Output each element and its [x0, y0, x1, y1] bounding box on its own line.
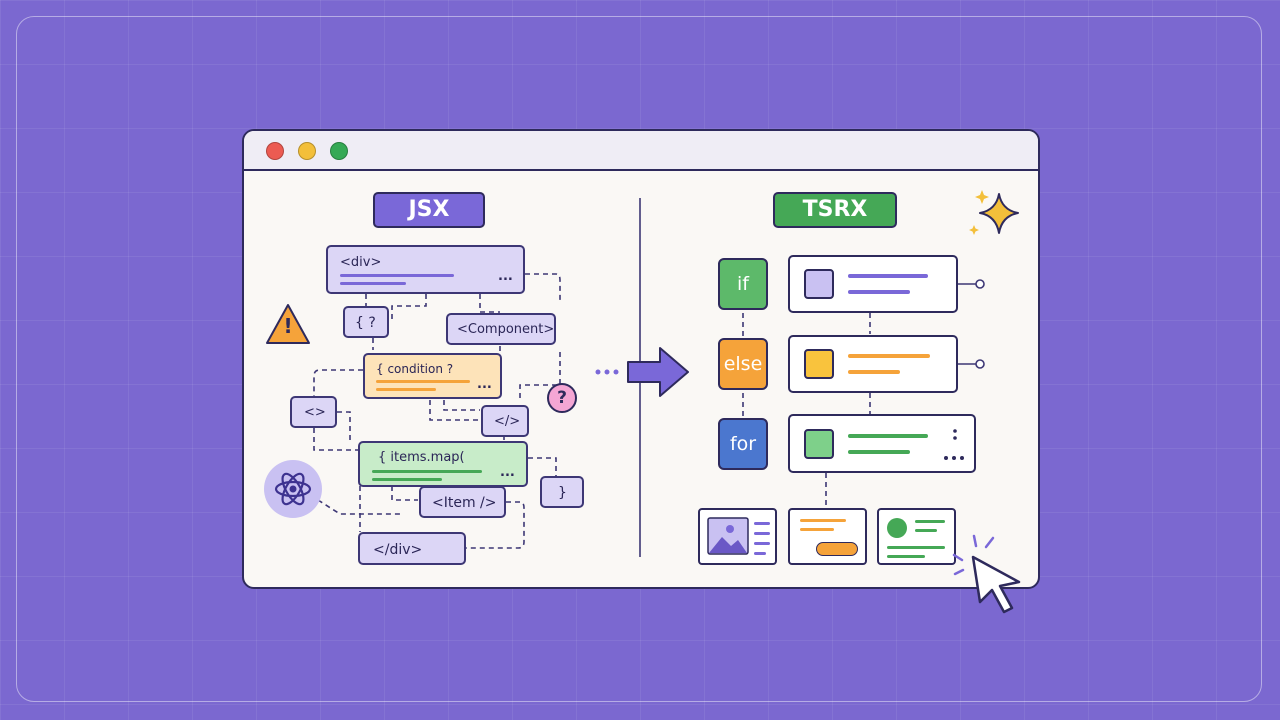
fragment-open-node: <>: [290, 396, 337, 428]
content-line: [848, 290, 910, 294]
else-swatch: [804, 349, 834, 379]
condition-text: { condition ?: [376, 362, 454, 376]
content-line: [887, 555, 925, 558]
more-dots-icon: [944, 429, 964, 460]
avatar: [887, 518, 907, 538]
question-glyph: ?: [557, 388, 567, 408]
tsrx-label: TSRX: [773, 192, 897, 228]
brace-question-text: { ?: [355, 315, 376, 331]
code-line: [376, 380, 470, 383]
else-keyword-text: else: [723, 353, 763, 375]
for-swatch: [804, 429, 834, 459]
content-line: [887, 546, 945, 549]
div-open-text: <div>: [340, 255, 382, 270]
mini-button: [816, 542, 858, 556]
component-node: <Component>: [446, 313, 556, 345]
button-output-card: [788, 508, 867, 565]
brace-question-node: { ?: [343, 306, 389, 338]
image-icon: [707, 517, 770, 555]
if-swatch: [804, 269, 834, 299]
content-line: [915, 529, 937, 532]
div-close-node: </div>: [358, 532, 466, 565]
jsx-label-text: JSX: [408, 197, 450, 222]
code-line: [340, 282, 406, 285]
for-keyword: for: [718, 418, 768, 470]
window-titlebar: [244, 131, 1038, 171]
items-map-node: { items.map( ...: [358, 441, 528, 487]
for-branch-card: [788, 414, 976, 473]
content-line: [848, 370, 900, 374]
code-line: [372, 478, 442, 481]
content-line: [915, 520, 945, 523]
else-keyword: else: [718, 338, 768, 390]
component-text: <Component>: [457, 322, 555, 337]
if-branch-card: [788, 255, 958, 313]
content-line: [848, 274, 928, 278]
fragment-close-text: </>: [494, 414, 521, 429]
if-keyword: if: [718, 258, 768, 310]
tsrx-label-text: TSRX: [802, 197, 868, 222]
condition-node: { condition ? ...: [363, 353, 502, 399]
code-line: [340, 274, 454, 277]
close-brace-node: }: [540, 476, 584, 508]
content-line: [800, 519, 846, 522]
item-text: <Item />: [432, 495, 497, 511]
content-line: [848, 434, 928, 438]
warning-icon: !: [264, 302, 312, 346]
react-atom-icon: [264, 460, 322, 518]
maximize-dot[interactable]: [330, 142, 348, 160]
else-branch-card: [788, 335, 958, 393]
question-icon: ?: [547, 383, 577, 413]
minimize-dot[interactable]: [298, 142, 316, 160]
fragment-close-node: </>: [481, 405, 529, 437]
content-line: [848, 354, 930, 358]
ellipsis: ...: [498, 269, 513, 284]
close-brace-text: }: [558, 485, 567, 501]
close-dot[interactable]: [266, 142, 284, 160]
items-map-text: { items.map(: [378, 450, 465, 465]
profile-output-card: [877, 508, 956, 565]
warning-triangle: [266, 304, 310, 344]
div-open-node: <div> ...: [326, 245, 525, 294]
ellipsis: ...: [477, 377, 492, 392]
item-node: <Item />: [419, 486, 506, 518]
fragment-open-text: <>: [304, 405, 326, 420]
code-line: [376, 388, 436, 391]
outer-frame: [16, 16, 1262, 702]
jsx-label: JSX: [373, 192, 485, 228]
code-line: [372, 470, 482, 473]
content-line: [848, 450, 910, 454]
warning-glyph: !: [283, 314, 293, 338]
ellipsis: ...: [500, 465, 515, 480]
content-line: [800, 528, 834, 531]
atom-glyph: [274, 472, 312, 506]
if-keyword-text: if: [737, 273, 749, 295]
for-keyword-text: for: [729, 433, 757, 455]
div-close-text: </div>: [373, 542, 423, 558]
image-output-card: [698, 508, 777, 565]
